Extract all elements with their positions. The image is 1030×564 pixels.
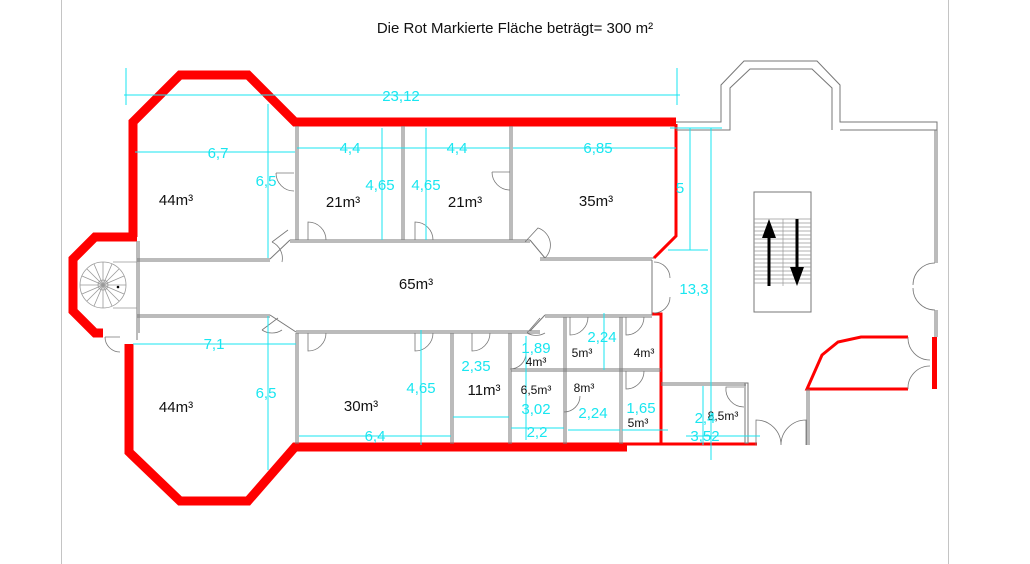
door-east-bay	[907, 336, 931, 390]
dim-upper-right-depth: 5	[676, 180, 684, 197]
door-office2-inner	[491, 171, 511, 191]
dim-total-depth: 13,3	[679, 281, 708, 298]
dim-wc-depth-b: 3,02	[521, 401, 550, 418]
room-lower-office-area: 30m³	[344, 398, 378, 415]
spiral-staircase-icon	[79, 261, 137, 309]
red-wall-upper-left-bay	[128, 70, 676, 237]
room-wc-f-area: 5m³	[628, 416, 649, 430]
room-lower-left-area: 44m³	[159, 399, 193, 416]
dimension-labels: 23,12 6,7 6,5 4,4 4,65 4,4 4,65 6,85 5 1…	[204, 88, 720, 445]
room-small-area: 11m³	[467, 382, 500, 399]
room-annex-area: 8,5m³	[708, 409, 739, 423]
door-corridor-east	[653, 261, 671, 314]
page-title: Die Rot Markierte Fläche beträgt= 300 m²	[376, 20, 654, 37]
dim-upper-left-depth: 6,5	[256, 173, 277, 190]
arrow-up-icon	[762, 219, 776, 286]
page-edge-right	[948, 0, 949, 564]
dim-office2-depth: 4,65	[411, 177, 440, 194]
door-wc-1	[526, 317, 546, 336]
dim-office2-width: 4,4	[447, 140, 468, 157]
red-wall-east-upper	[652, 124, 678, 260]
door-office1	[307, 221, 327, 241]
room-office1-area: 21m³	[326, 194, 360, 211]
dim-upper-left-width: 6,7	[208, 145, 229, 162]
room-wc-d-area: 8m³	[574, 381, 595, 395]
dim-lower-office-depth: 4,65	[406, 380, 435, 397]
dim-small-room-depth: 2,35	[461, 358, 490, 375]
door-lower-office	[414, 332, 434, 352]
highlighted-walls	[68, 70, 937, 506]
red-wall-lower-left-bay	[124, 344, 627, 506]
room-upper-right-area: 35m³	[579, 193, 613, 210]
door-upper-left-bottom	[271, 229, 289, 263]
door-wc-6	[563, 395, 581, 413]
red-wall-east-bay-end	[932, 337, 937, 389]
dim-lower-left-width: 7,1	[204, 336, 225, 353]
room-upper-left-area: 44m³	[159, 192, 193, 209]
door-lower-left	[261, 317, 283, 334]
dim-wc-width-d: 1,65	[626, 400, 655, 417]
room-labels: 44m³ 21m³ 21m³ 35m³ 65m³ 44m³ 30m³ 11m³ …	[159, 192, 738, 430]
room-corridor-area: 65m³	[399, 276, 433, 293]
dim-wc-width-c: 2,24	[578, 405, 607, 422]
door-wc-3	[625, 316, 645, 336]
page-edge-left	[61, 0, 62, 564]
door-hall-south	[755, 419, 807, 446]
red-wall-spiral-bay	[68, 232, 137, 338]
room-wc-b-area: 6,5m³	[521, 383, 552, 397]
door-upper-right	[524, 227, 551, 259]
doors	[104, 171, 936, 446]
door-annex	[725, 386, 745, 408]
dim-total-width: 23,12	[382, 88, 420, 105]
dim-wc-depth-a: 1,89	[521, 340, 550, 357]
door-small-room	[471, 332, 491, 352]
dim-upper-right-width: 6,85	[583, 140, 612, 157]
dim-office1-depth: 4,65	[365, 177, 394, 194]
dim-annex-depth: 2,4	[695, 410, 716, 427]
red-wall-east-bay	[804, 335, 908, 391]
dim-wc-width-b: 2,24	[587, 329, 616, 346]
door-spiral	[104, 336, 121, 353]
room-wc-a-area: 4m³	[526, 355, 547, 369]
main-staircase	[753, 191, 812, 313]
door-hall-east	[912, 262, 936, 311]
red-wall-lower-right	[652, 312, 663, 443]
dim-wc-width-a: 2,2	[527, 424, 548, 441]
room-office2-area: 21m³	[448, 194, 482, 211]
dim-lower-office-width: 6,4	[365, 428, 386, 445]
dim-lower-left-depth: 6,5	[256, 385, 277, 402]
door-wc-5	[625, 370, 645, 390]
door-lower-left-2	[307, 332, 327, 352]
dimension-lines	[124, 68, 760, 470]
dim-annex-width: 3,52	[690, 428, 719, 445]
door-wc-2	[569, 316, 589, 336]
door-office2	[414, 221, 434, 241]
interior-walls	[136, 60, 938, 445]
arrow-down-icon	[790, 219, 804, 286]
door-upper-left	[275, 172, 295, 192]
room-wc-e-area: 4m³	[634, 346, 655, 360]
room-wc-c-area: 5m³	[572, 346, 593, 360]
dim-office1-width: 4,4	[340, 140, 361, 157]
